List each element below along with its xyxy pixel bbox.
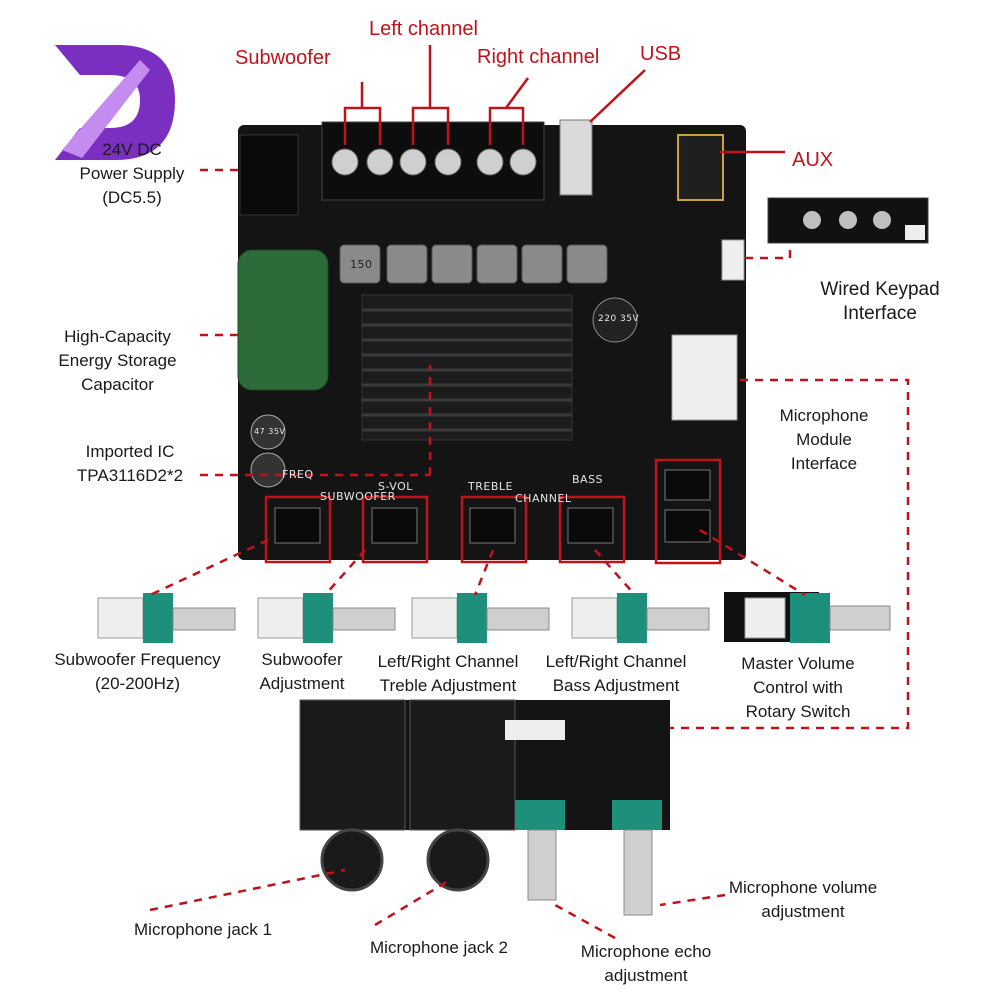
label-power-supply: 24V DC Power Supply (DC5.5) [62, 138, 202, 210]
label-mic-module-line2: Module [796, 430, 852, 449]
label-left-channel: Left channel [369, 18, 478, 40]
label-bass-line2: Bass Adjustment [552, 676, 680, 695]
silk-svol: S-VOL [378, 480, 413, 493]
label-sub-frequency: Subwoofer Frequency (20-200Hz) [40, 648, 235, 696]
label-mic-echo-line1: Microphone echo [580, 942, 712, 961]
label-capacitor-line3: Capacitor [81, 375, 154, 394]
label-sub-adjustment: Subwoofer Adjustment [248, 648, 356, 696]
label-keypad: Wired Keypad Interface [800, 278, 960, 326]
label-sub-frequency-line2: (20-200Hz) [94, 674, 181, 693]
label-mic-jack-2: Microphone jack 2 [370, 938, 508, 957]
silk-subwoofer: SUBWOOFER [320, 490, 396, 503]
label-ic-line2: TPA3116D2*2 [76, 466, 184, 485]
label-capacitor: High-Capacity Energy Storage Capacitor [40, 325, 195, 397]
dashed-leaders [149, 168, 910, 940]
silk-inductor: 150 [350, 258, 373, 271]
label-master-volume-line3: Rotary Switch [745, 702, 851, 721]
label-treble: Left/Right Channel Treble Adjustment [366, 650, 530, 698]
label-capacitor-line2: Energy Storage [58, 351, 177, 370]
label-power-line2: Power Supply [79, 164, 185, 183]
potentiometer-row [97, 592, 891, 643]
silk-cap-big: 220 35V [598, 314, 640, 324]
label-mic-echo-line2: adjustment [604, 966, 688, 985]
label-keypad-line1: Wired Keypad [820, 279, 940, 300]
label-ic: Imported IC TPA3116D2*2 [60, 440, 200, 488]
silk-cap-small: 47 35V [254, 427, 286, 436]
label-aux: AUX [792, 149, 834, 171]
label-mic-volume-line1: Microphone volume [728, 878, 878, 897]
label-mic-module-line1: Microphone [779, 406, 869, 425]
label-mic-volume-line2: adjustment [761, 902, 845, 921]
label-treble-line1: Left/Right Channel [377, 652, 519, 671]
label-sub-frequency-line1: Subwoofer Frequency [54, 650, 221, 669]
label-treble-line2: Treble Adjustment [379, 676, 517, 695]
label-sub-adjustment-line1: Subwoofer [261, 650, 343, 669]
label-ic-line1: Imported IC [85, 442, 175, 461]
label-mic-volume: Microphone volume adjustment [728, 876, 878, 924]
label-power-line1: 24V DC [102, 140, 162, 159]
callout-boxes [264, 458, 722, 565]
keypad-module [767, 197, 929, 244]
label-right-channel: Right channel [477, 46, 600, 68]
label-usb: USB [640, 43, 682, 65]
brand-logo [55, 45, 175, 160]
microphone-module [299, 699, 670, 916]
label-mic-module: Microphone Module Interface [760, 404, 888, 476]
label-mic-jack-1: Microphone jack 1 [134, 920, 272, 939]
label-bass-line1: Left/Right Channel [545, 652, 687, 671]
silk-bass: BASS [572, 473, 604, 486]
label-master-volume-line1: Master Volume [741, 654, 855, 673]
label-subwoofer: Subwoofer [235, 47, 331, 69]
callout-lines [343, 45, 785, 154]
silk-channel: CHANNEL [515, 492, 572, 505]
label-keypad-line2: Interface [843, 303, 917, 324]
label-bass: Left/Right Channel Bass Adjustment [534, 650, 698, 698]
main-board [237, 119, 746, 560]
label-master-volume: Master Volume Control with Rotary Switch [728, 652, 868, 724]
label-master-volume-line2: Control with [753, 678, 843, 697]
silk-freq: FREQ [282, 468, 314, 481]
label-power-line3: (DC5.5) [102, 188, 162, 207]
label-mic-module-line3: Interface [790, 454, 858, 473]
label-capacitor-line1: High-Capacity [64, 327, 171, 346]
silk-treble: TREBLE [468, 480, 513, 493]
label-mic-echo: Microphone echo adjustment [572, 940, 720, 988]
label-sub-adjustment-line2: Adjustment [259, 674, 345, 693]
